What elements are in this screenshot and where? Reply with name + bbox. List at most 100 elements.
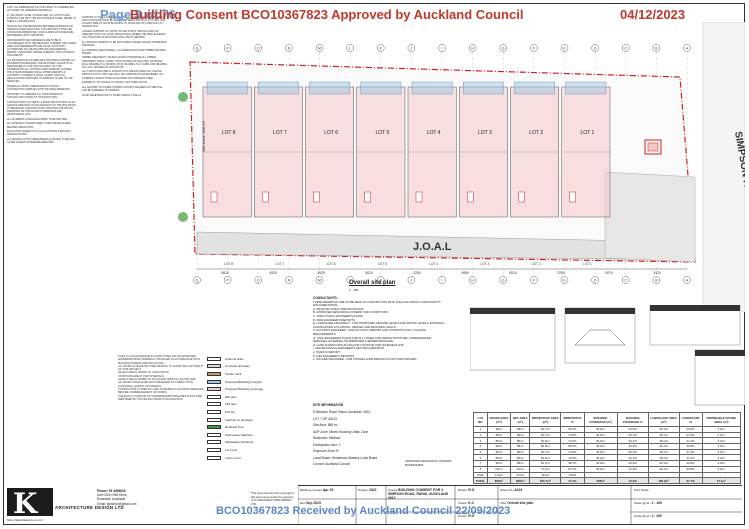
grid-bubble-label: A	[686, 279, 689, 283]
lot-catchpit	[518, 191, 525, 203]
legend-item: 300 pipe	[207, 393, 293, 401]
title-block-value: 2022	[369, 488, 377, 492]
legend-swatch	[207, 432, 221, 437]
contact-line: Phone: 09 4306616	[97, 489, 126, 493]
table-cell: TOTAL	[473, 477, 488, 484]
consultant-item: G. CIVIL ENGINEER'S PLANS FOR ALL OTHER …	[313, 335, 432, 344]
general-note: INSULATION: REFER TO H1 CALCULATIONS & P…	[7, 130, 72, 137]
drainage-note: THE EXACT LOCATION OF UNDERGROUND PIPELI…	[118, 394, 202, 401]
table-cell: 54.1%	[616, 437, 649, 445]
table-cell: 37.1m²	[701, 477, 742, 484]
table-cell: 4.9m²	[701, 426, 742, 433]
grid-bubble-label: J	[411, 47, 413, 51]
table-cell: 858m²	[510, 477, 531, 484]
grid-bubble	[377, 276, 385, 284]
title-block-lines	[298, 486, 742, 525]
lot-deck	[360, 81, 402, 95]
firm-name: ARCHITECTURE DESIGN LTD	[55, 505, 125, 510]
firm-website[interactable]: https://kjarchitecture.co.nz/	[7, 518, 43, 522]
dimension-text: 4925	[269, 271, 277, 275]
grid-bubble	[193, 44, 201, 52]
legend-label: Retained Tree	[225, 425, 244, 430]
site-info-row: Site Area: 858 m²	[313, 423, 338, 427]
schedule-header-cell: BUILDING COVERAGE (m²)	[583, 412, 618, 427]
consultant-item: L. KITCHEN DESIGNER - FOR KITCHEN & BATH…	[313, 357, 417, 362]
grid-bubble-label: C	[624, 47, 627, 51]
table-cell: 73.8%	[560, 431, 585, 439]
table-cell: -	[678, 471, 703, 479]
drainage-note: ALL WORK ASSOCIATED WITH DRAINAGE TO COM…	[118, 381, 194, 388]
drainage-note: LEVELS ARE IN TERMS OF AUCKLAND VERTICAL…	[118, 378, 197, 382]
contact-line[interactable]: Email: kjarchnz@gmail.com	[97, 501, 137, 506]
grid-bubble-label: Q	[196, 279, 199, 283]
title-block-label: Scale @ A3:	[634, 514, 652, 518]
lot-bottom-label: LOT 3	[480, 262, 489, 266]
table-cell: 73.6%	[560, 437, 585, 445]
consultant-item: F. ACOUSTIC ENGINEER - FOR ACOUSTIC REPO…	[313, 328, 426, 336]
general-notes-column-1: COPY ALL DIMENSIONS ON SITE PRIOR TO COM…	[7, 6, 77, 466]
detail-box-3	[649, 305, 741, 346]
table-cell: 4.9m²	[701, 460, 742, 467]
consultant-item: H. LAND SURVEYOR'S PLANS FOR CONTOUR AND…	[313, 342, 405, 347]
grid-bubble	[223, 276, 232, 284]
grid-bubble-label: D	[594, 47, 597, 51]
grid-bubble	[683, 44, 691, 52]
grid-bubble	[499, 276, 507, 284]
consultants-intro: THESE DRAWINGS ARE TO BE READ IN CONJUNC…	[313, 299, 441, 308]
grid-bubble	[652, 276, 661, 284]
manhole-marker	[647, 142, 659, 152]
dimension-text: 5815	[221, 271, 229, 275]
detail-section-line	[574, 329, 626, 346]
lot-catchpit	[313, 191, 320, 203]
legend-swatch	[207, 387, 221, 392]
grid-bubble	[377, 44, 385, 52]
general-note: AVOID PENETRATIONS TO INTER-TENANCY WALL…	[82, 93, 142, 97]
lot-bottom-label: LOT 6	[327, 262, 336, 266]
general-note: ALL SANITARY FIXTURES FORMING WITHIN 5 D…	[82, 85, 163, 93]
title-block-cell: Drawn: R.G	[458, 488, 474, 492]
grid-bubble-label: C	[624, 279, 627, 283]
title-block-cell: Building consent Apr 23	[300, 488, 333, 492]
site-information: SITE INFORMATION 8 Simpson Road, Ranui, …	[313, 402, 473, 468]
lot-deck	[514, 81, 555, 95]
grid-bubble	[193, 276, 201, 284]
drainage-note: TILES TO ALL BATHROOM FLOORS TO BE LAID …	[118, 355, 200, 365]
lot-label: LOT 4	[427, 130, 441, 136]
lot-deck	[206, 81, 248, 95]
lot-bottom-label: LOT 4	[429, 262, 438, 266]
consultant-item: C. STRUCTURAL ENGINEER'S PLANS	[313, 313, 364, 318]
title-block-label: Sheet No:	[500, 488, 515, 492]
approval-date: 04/12/2023	[620, 7, 686, 22]
table-cell: 4.2m²	[701, 454, 742, 462]
legend-item: Channel drain	[207, 355, 293, 363]
table-cell: 26.9%	[678, 426, 703, 433]
general-note: ALL WINDOWS & DOORS NEED TO BE SITE MEAS…	[7, 122, 71, 129]
lot-label: LOT 6	[324, 130, 338, 136]
contact-line: Rosedale, Auckland	[97, 497, 126, 502]
title-block-cell: Check: K.C	[458, 501, 474, 505]
grid-bubble-label: P	[226, 47, 229, 51]
grid-bubble	[652, 44, 661, 52]
table-cell: 26.8%	[678, 443, 703, 450]
legend-item: 100 top	[207, 408, 293, 416]
grid-bubble	[254, 276, 262, 284]
drainage-note: CONTOURS ARE AT 0.5M INTERVALS.	[118, 374, 165, 378]
title-block-value: K.C	[468, 501, 475, 505]
grid-bubble	[530, 44, 538, 52]
general-note: ALL STRUCTURAL METAL FIXINGS THAT ARE EX…	[82, 70, 164, 80]
legend-swatch	[207, 417, 221, 422]
grid-bubble	[591, 276, 599, 284]
title-block-cell: Print Scale:	[634, 488, 649, 492]
site-plan-scale: 1 : 150	[349, 288, 359, 292]
driveway-to-road	[604, 171, 696, 263]
title-block-label: Title:	[500, 501, 508, 505]
